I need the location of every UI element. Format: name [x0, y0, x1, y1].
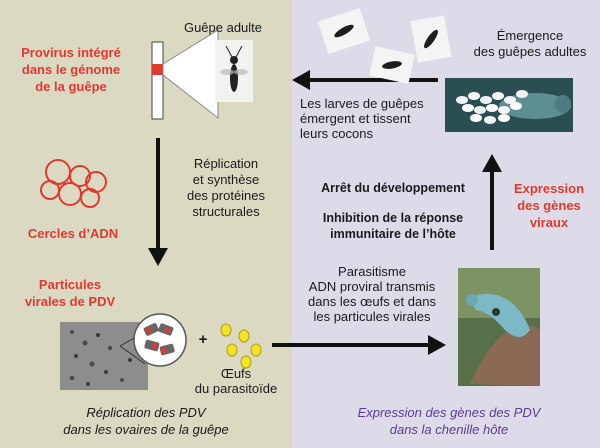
pdv-particle-zoom	[133, 313, 187, 367]
development-stop-label: Arrêt du développement	[321, 181, 465, 195]
parasitism-label: Parasitisme ADN proviral transmis dans l…	[308, 264, 436, 324]
development-arrow	[482, 154, 502, 250]
plus-sign: +	[198, 331, 208, 348]
left-footer-caption: Réplication des PDV dans les ovaires de …	[63, 405, 229, 437]
immune-inhibition-label: Inhibition de la réponse immunitaire de …	[322, 211, 464, 241]
adult-wasp-label: Guêpe adulte	[183, 20, 263, 35]
viral-gene-expression-label: Expression des gènes viraux	[513, 181, 585, 230]
emerging-wasp-1	[317, 8, 371, 54]
emergence-label: Émergence des guêpes adultes	[473, 28, 587, 59]
replication-label: Réplication et synthèse des protéines st…	[186, 156, 266, 219]
emerging-wasp-2	[369, 46, 415, 84]
dna-circles-label: Cercles d’ADN	[27, 226, 119, 241]
pdv-particles-micrograph	[60, 322, 148, 390]
host-caterpillar-photo	[458, 268, 540, 386]
adult-wasp-photo	[215, 40, 253, 102]
right-panel-host-caterpillar	[292, 0, 600, 448]
zoom-triangle	[162, 29, 219, 120]
larvae-label: Les larves de guêpes émergent et tissent…	[300, 96, 424, 141]
genome-bar-icon	[151, 41, 164, 120]
dna-circles-icon	[40, 159, 107, 208]
eggs-label: Œufs du parasitoïde	[194, 366, 278, 396]
cocoons-photo	[445, 78, 573, 132]
emerging-wasp-3	[410, 15, 452, 63]
replication-arrow	[148, 138, 168, 266]
integrated-provirus-label: Provirus intégré dans le génome de la gu…	[21, 45, 121, 94]
parasitism-arrow	[272, 335, 446, 355]
right-footer-caption: Expression des gènes des PDV dans la che…	[357, 405, 541, 437]
parasitoid-eggs-icon	[220, 323, 262, 369]
pdv-particles-label: Particules virales de PDV	[24, 277, 116, 309]
emergence-arrow	[292, 70, 438, 90]
